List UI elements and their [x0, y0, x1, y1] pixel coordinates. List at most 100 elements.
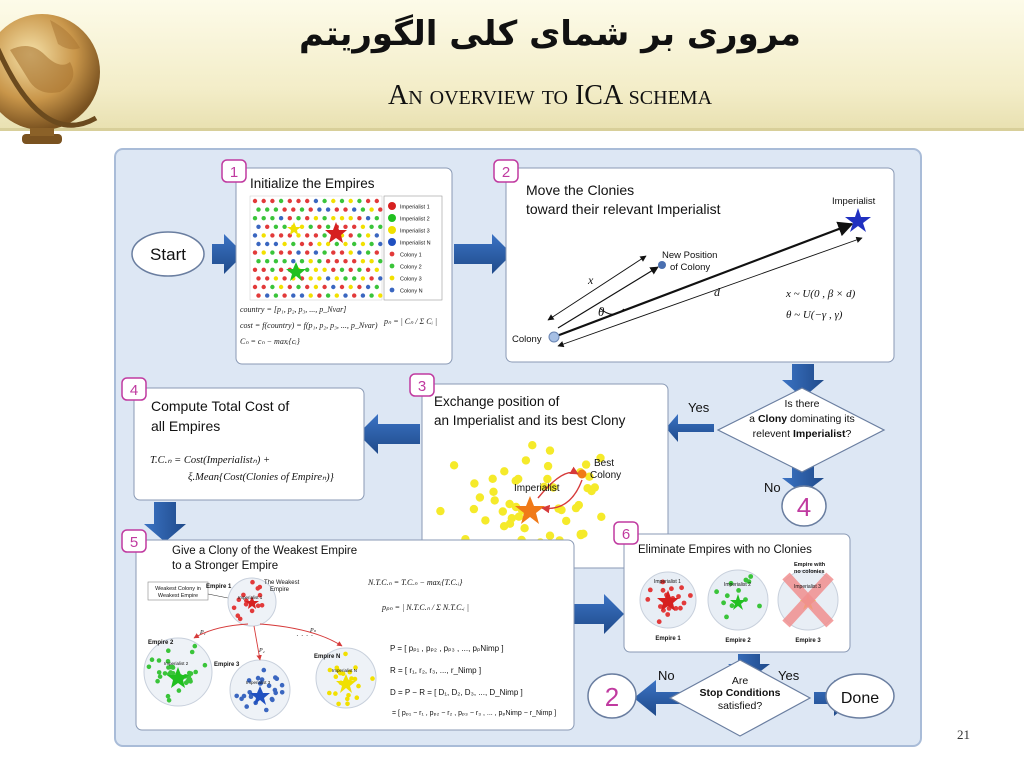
svg-text:Empire with: Empire with [794, 562, 826, 568]
empire1-star [245, 596, 259, 609]
svg-text:Imperialist 2: Imperialist 2 [164, 661, 189, 666]
svg-text:Are: Are [732, 675, 749, 687]
svg-text:Colony: Colony [512, 334, 542, 345]
svg-text:a Clony dominating its: a Clony dominating its [749, 413, 855, 425]
goto-step4-connector: 4 [781, 485, 827, 527]
arrow-decision2-no [634, 680, 686, 716]
header-rule [0, 128, 1024, 131]
globe-icon [0, 14, 100, 144]
svg-text:x ~ U(0 , β × d): x ~ U(0 , β × d) [785, 288, 856, 300]
svg-text:4: 4 [130, 382, 138, 399]
decision1-yes-label: Yes [688, 400, 710, 415]
svg-text:ξ.Mean{Cost(Clonies of Empireₙ: ξ.Mean{Cost(Clonies of Empireₙ)} [188, 472, 335, 483]
step4-number: 4 [121, 377, 147, 401]
svg-text:Exchange position of: Exchange position of [434, 394, 560, 409]
svg-text:pₚₙ = | N.T.C.ₙ / Σ N.T.C.ᵢ |: pₚₙ = | N.T.C.ₙ / Σ N.T.C.ᵢ | [381, 603, 469, 612]
imperialist-star-yellow [287, 222, 301, 235]
arrow-start-to-step1 [212, 234, 244, 274]
svg-text:Empire 2: Empire 2 [148, 640, 174, 646]
svg-text:Empire 1: Empire 1 [655, 636, 681, 642]
svg-text:Empire: Empire [270, 587, 290, 593]
svg-text:all Empires: all Empires [151, 418, 220, 434]
step4-panel: Compute Total Cost of all Empires T.C.ₙ … [133, 387, 365, 501]
best-colony-point [577, 469, 587, 479]
imperialist-star-red [325, 222, 347, 243]
svg-text:N.T.C.ₙ = T.C.ₙ − maxᵢ{T.C.ᵢ}: N.T.C.ₙ = T.C.ₙ − maxᵢ{T.C.ᵢ} [367, 578, 463, 587]
step2-number: 2 [493, 159, 519, 183]
step5-number: 5 [121, 529, 147, 553]
svg-text:Colony: Colony [590, 470, 621, 481]
step1-panel: Initialize the Empires Imperialist 1 Impe… [235, 167, 453, 365]
svg-text:Imperialist 2: Imperialist 2 [400, 217, 430, 223]
svg-text:Imperialist 3: Imperialist 3 [246, 680, 271, 685]
decision2-yes-label: Yes [778, 668, 800, 683]
svg-text:3: 3 [418, 378, 426, 395]
svg-text:Imperialist 2: Imperialist 2 [724, 582, 751, 588]
step1-title: Initialize the Empires [250, 176, 375, 191]
empire3-star [250, 686, 270, 705]
svg-text:Compute Total Cost of: Compute Total Cost of [151, 398, 289, 414]
decision1-diamond: Is there a Clony dominating its relevent… [716, 387, 886, 473]
svg-text:Empire 3: Empire 3 [795, 638, 821, 644]
svg-text:T.C.ₙ = Cost(Imperialistₙ) +: T.C.ₙ = Cost(Imperialistₙ) + [150, 455, 270, 466]
step1-number: 1 [221, 159, 247, 183]
svg-text:satisfied?: satisfied? [718, 700, 763, 712]
svg-text:Colony 3: Colony 3 [400, 277, 422, 283]
svg-text:P₁: P₁ [199, 630, 206, 636]
svg-text:no colonies: no colonies [794, 569, 825, 575]
svg-text:D = P − R = [ D₁, D₂, D₃, ...,: D = P − R = [ D₁, D₂, D₃, ..., D_Nimp ] [390, 688, 523, 697]
step6-empire1-star [657, 590, 679, 611]
svg-text:P₂: P₂ [258, 648, 265, 654]
arrow-step2-to-decision1 [782, 364, 824, 398]
empire2-star [167, 667, 189, 688]
arrow-step3-to-step4 [358, 414, 420, 454]
svg-text:Cₙ = cₙ − maxᵢ{cᵢ}: Cₙ = cₙ − maxᵢ{cᵢ} [240, 337, 301, 346]
svg-text:pₙ = | Cₙ / Σ Cᵢ |: pₙ = | Cₙ / Σ Cᵢ | [383, 317, 437, 326]
svg-text:Move the Clonies: Move the Clonies [526, 182, 634, 198]
svg-text:Imperialist 3: Imperialist 3 [400, 229, 430, 235]
svg-text:Imperialist 1: Imperialist 1 [654, 579, 681, 585]
empireN-star [336, 674, 356, 693]
colony-point [548, 331, 560, 343]
svg-text:Give a Clony of the Weakest Em: Give a Clony of the Weakest Empire [172, 545, 357, 557]
imperialist-star-orange [515, 496, 545, 524]
svg-text:Imperialist N: Imperialist N [400, 241, 431, 247]
svg-text:toward their relevant Imperial: toward their relevant Imperialist [526, 201, 721, 217]
ica-flow-diagram: Start Initialize the Empires Imperialist… [114, 148, 922, 747]
svg-text:θ: θ [598, 304, 605, 319]
imperialist-star-blue [845, 208, 871, 232]
svg-text:of Colony: of Colony [670, 262, 710, 273]
svg-text:Stop Conditions: Stop Conditions [699, 687, 780, 699]
svg-text:d: d [714, 285, 721, 299]
step2-panel: Move the Clonies toward their relevant I… [505, 167, 895, 363]
svg-text:x: x [587, 273, 594, 287]
arrow-step5-to-step6 [574, 594, 624, 634]
arrow-decision1-no [782, 466, 824, 494]
title-persian: مروری بر شمای کلی الگوریتم [299, 14, 801, 54]
svg-text:θ ~ U(−γ , γ): θ ~ U(−γ , γ) [786, 309, 843, 321]
svg-text:R = [ r₁, r₂, r₃, ..., r_Nimp: R = [ r₁, r₂, r₃, ..., r_Nimp ] [390, 666, 481, 675]
start-node: Start [131, 231, 205, 277]
svg-text:P = [ pₚ₁ , pₚ₂ , pₚ₃ , ..., p: P = [ pₚ₁ , pₚ₂ , pₚ₃ , ..., pₚNimp ] [390, 644, 504, 653]
step6-empire2-star [730, 594, 746, 610]
svg-text:Imperialist 1: Imperialist 1 [400, 205, 430, 211]
step5-colony-dots [146, 579, 375, 713]
svg-text:Done: Done [841, 690, 879, 707]
svg-text:Colony 1: Colony 1 [400, 253, 422, 259]
done-node: Done [825, 673, 895, 719]
step6-panel: Eliminate Empires with no Clonies Imperi… [623, 533, 851, 653]
svg-text:5: 5 [130, 534, 138, 551]
svg-text:2: 2 [605, 682, 619, 712]
svg-text:Pₙ: Pₙ [309, 628, 317, 634]
svg-text:6: 6 [622, 526, 630, 543]
svg-text:Empire 1: Empire 1 [206, 584, 232, 590]
arrow-step1-to-step2 [454, 234, 512, 274]
svg-text:Imperialist: Imperialist [832, 196, 876, 207]
svg-text:to a Stronger Empire: to a Stronger Empire [172, 560, 278, 572]
svg-text:Best: Best [594, 458, 614, 469]
svg-text:relevent Imperialist?: relevent Imperialist? [753, 428, 852, 440]
svg-text:New Position: New Position [662, 250, 717, 261]
svg-text:· · · ·: · · · · [296, 631, 313, 640]
svg-text:cost = f(country) = f(p₁, p₂,: cost = f(country) = f(p₁, p₂, p₃, ..., p… [240, 321, 378, 330]
svg-text:Colony 2: Colony 2 [400, 265, 422, 271]
